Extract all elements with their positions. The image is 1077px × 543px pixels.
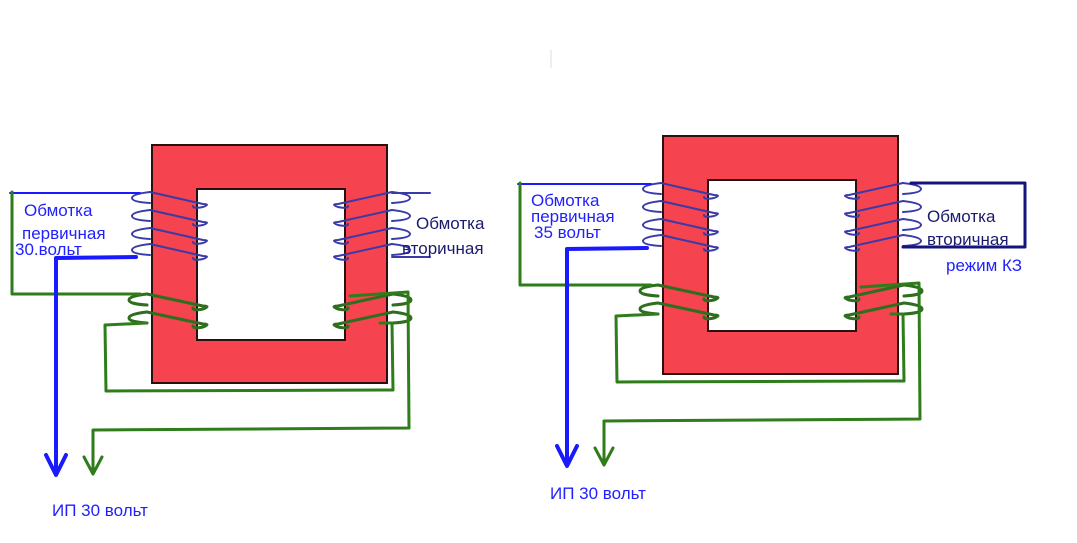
left-green-coil-loop (638, 301, 660, 316)
primary-coil-turn (660, 182, 719, 200)
primary-coil-loop (131, 209, 151, 222)
left-secondary-label-line2: вторичная (402, 239, 484, 258)
secondary-coil-loop (391, 243, 411, 256)
secondary-coil-loop (902, 182, 922, 195)
primary-coil-loop (642, 218, 662, 231)
left-primary-label-line2: первичная (22, 224, 106, 243)
secondary-coil-loop (902, 234, 922, 247)
core-window (196, 188, 346, 341)
primary-coil-loop (131, 243, 151, 256)
right-primary-label-line1: Обмотка (531, 191, 600, 210)
secondary-coil-turn (333, 227, 393, 245)
left-green-coil-loop (638, 283, 660, 298)
left-green-coil-loop (127, 292, 149, 307)
green-bracket-wire (518, 181, 653, 287)
left-primary-label-line1: Обмотка (24, 201, 93, 220)
right-green-coil-turn (332, 310, 395, 330)
primary-coil-turn (660, 234, 719, 252)
left-green-coil-turn (145, 292, 209, 312)
secondary-coil-turn (844, 234, 904, 252)
primary-coil-loop (642, 182, 662, 195)
primary-supply-wire (565, 246, 649, 466)
right-transformer (517, 135, 1027, 468)
right-green-coil-loop (902, 283, 924, 298)
left-green-coil-turn (656, 283, 720, 303)
primary-supply-wire (54, 255, 138, 475)
primary-coil-turn (660, 218, 719, 236)
supply-arrow-blue-icon (44, 453, 68, 477)
primary-coil-turn (660, 200, 719, 218)
primary-coil-turn (149, 243, 208, 261)
left-green-coil-turn (145, 310, 209, 330)
green-loop-wire (614, 312, 906, 384)
green-loop-wire (103, 321, 395, 393)
primary-coil-loop (642, 200, 662, 213)
right-secondary-label-line2: вторичная (927, 230, 1009, 249)
right-mode-label: режим КЗ (946, 256, 1022, 275)
left-supply-label: ИП 30 вольт (52, 501, 148, 520)
core-window (707, 179, 857, 332)
secondary-coil-turn (844, 218, 904, 236)
secondary-coil-turn (333, 209, 393, 227)
supply-arrow-green-icon (593, 446, 615, 467)
right-green-coil-loop (391, 310, 413, 325)
right-green-coil-turn (843, 283, 906, 303)
primary-coil-turn (149, 191, 208, 209)
right-primary-label-line3: 35 вольт (534, 223, 601, 242)
right-secondary-label-line1: Обмотка (927, 207, 996, 226)
right-green-coil-turn (332, 292, 395, 312)
primary-coil-loop (131, 191, 151, 204)
primary-coil-turn (149, 209, 208, 227)
left-secondary-label-line1: Обмотка (416, 214, 485, 233)
secondary-coil-loop (902, 200, 922, 213)
secondary-coil-loop (391, 209, 411, 222)
primary-coil-loop (131, 227, 151, 240)
secondary-coil-turn (844, 182, 904, 200)
green-supply-wire (91, 290, 411, 474)
primary-coil-loop (642, 234, 662, 247)
secondary-coil-loop (902, 218, 922, 231)
green-supply-wire (602, 281, 922, 465)
short-circuit-wire (901, 181, 1027, 249)
green-bracket-wire (10, 190, 142, 296)
secondary-coil-loop (391, 227, 411, 240)
right-primary-label-line2: первичная (531, 207, 615, 226)
primary-coil-turn (149, 227, 208, 245)
left-green-coil-loop (127, 310, 149, 325)
secondary-coil-turn (333, 243, 393, 261)
secondary-coil-turn (333, 191, 393, 209)
secondary-coil-turn (844, 200, 904, 218)
right-green-coil-loop (391, 292, 413, 307)
right-green-coil-turn (843, 301, 906, 321)
supply-arrow-blue-icon (555, 444, 579, 468)
left-green-coil-turn (656, 301, 720, 321)
left-transformer (9, 144, 431, 477)
supply-arrow-green-icon (82, 455, 104, 476)
right-green-coil-loop (902, 301, 924, 316)
right-supply-label: ИП 30 вольт (550, 484, 646, 503)
left-primary-label-line3: 30.вольт (15, 240, 82, 259)
